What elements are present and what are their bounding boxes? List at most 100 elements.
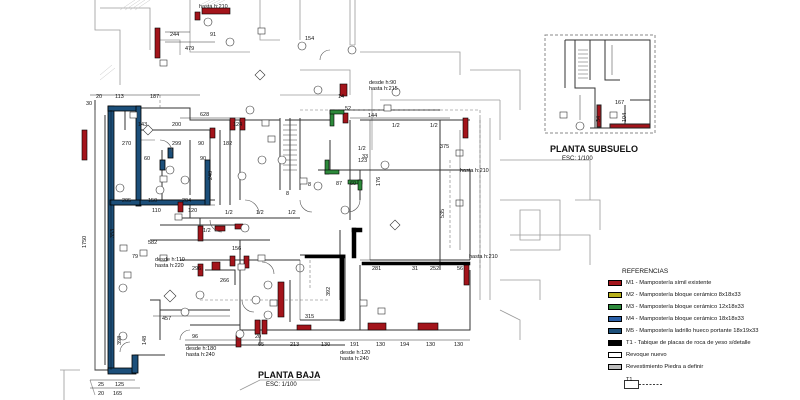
dim-56: 56 [457,266,463,272]
legend-item-piedra: Revestimiento Piedra a definir [608,363,703,371]
dim-90b: 90 [200,156,206,162]
dim-143: 143 [138,122,147,128]
dim-353: 353 [110,229,116,238]
basement-plan [544,34,656,134]
dim-20c: 20 [98,391,104,397]
legend-item-revoque: Revoque nuevo [608,351,667,359]
dim-31: 31 [412,266,418,272]
legend-item-m3: M3 - Mampostería bloque cerámico 12x18x3… [608,303,744,311]
note-hasta-240b: hasta h:240 [340,356,369,362]
dim-205: 205 [122,198,131,204]
dimension-texts: 244 91 479 154 20 113 187 30 628 200 124… [82,32,628,397]
dim-479: 479 [185,46,194,52]
dim-156: 156 [232,246,241,252]
legend-label: M3 - Mampostería bloque cerámico 12x18x3… [626,304,744,310]
dashed-lines [159,95,481,301]
dim-half-b: 1/2 [430,123,438,129]
dim-91: 91 [210,32,216,38]
note-hasta-220: hasta h:220 [155,263,184,269]
basement-stairs [578,49,588,79]
dim-half-c: 1/2 [358,146,366,152]
note-hasta-210-right: hasta h:210 [469,254,498,260]
dim-191: 191 [350,342,359,348]
dim-296: 296 [192,266,201,272]
dim-65: 65 [258,342,264,348]
dim-200: 200 [172,122,181,128]
dim-150: 150 [148,198,157,204]
dim-125: 125 [115,382,124,388]
legend-label: M4 - Mampostería bloque cerámico 18x18x3… [626,316,744,322]
height-notes: hasta h:210 desde h:90 hasta h:215 hasta… [155,4,498,362]
dim-204: 204 [182,198,191,204]
dim-104: 104 [622,113,628,122]
dim-1750: 1750 [82,236,88,248]
legend-item-m1: M1 - Mampostería símil existente [608,279,711,287]
note-hasta-210-top: hasta h:210 [199,4,228,10]
dim-20: 20 [96,94,102,100]
dim-535: 535 [440,209,446,218]
dim-half-g: 1/2 [203,228,211,234]
legend-item-m5: M5 - Mampostería ladrillo hueco portante… [608,327,758,335]
t1-symbol-tag: T1 [626,377,633,383]
dim-167: 167 [615,100,624,106]
dim-124: 124 [233,122,242,128]
dim-8b: 8 [286,191,289,197]
legend-item-m2: M2 - Mampostería bloque cerámico 8x18x33 [608,291,741,299]
hatched-areas [99,0,226,81]
dim-144: 144 [368,113,377,119]
dim-270: 270 [122,141,131,147]
dim-half-a: 1/2 [392,123,400,129]
dim-60b: 60 [350,181,356,187]
legend-swatch [608,364,622,370]
marker-diamonds [142,69,401,303]
dim-375: 375 [440,144,449,150]
dim-299: 299 [172,141,181,147]
legend-title: REFERENCIAS [622,268,669,275]
dim-165: 165 [113,391,122,397]
legend-label: Revoque nuevo [626,352,667,358]
dim-315: 315 [305,314,314,320]
dim-457: 457 [162,316,171,322]
legend-item-t1: T1 - Tabique de placas de roca de yeso s… [608,339,751,347]
dim-130d: 130 [454,342,463,348]
dim-130b: 130 [376,342,385,348]
dim-79: 79 [132,254,138,260]
door-swings [119,49,361,353]
dim-392: 392 [326,287,332,296]
dim-14: 14 [338,94,344,100]
legend-swatch [608,352,622,358]
ground-title: PLANTA BAJA [258,370,321,380]
ground-stairs [283,124,297,171]
legend-label: M1 - Mampostería símil existente [626,280,712,286]
legend-swatch [608,280,622,286]
note-desde-120: desde h:120 [340,350,370,356]
dim-148: 148 [142,336,148,345]
dim-half-e: 1/2 [256,210,264,216]
marker-boxes [119,27,618,315]
dim-194: 194 [400,342,409,348]
dim-half-d: 1/2 [225,210,233,216]
dim-110: 110 [152,208,161,214]
dim-281: 281 [372,266,381,272]
dim-582: 582 [148,240,157,246]
dim-96: 96 [192,334,198,340]
dim-252: 252 [430,266,439,272]
dim-154: 154 [305,36,314,42]
marker-circles [115,17,585,341]
legend-swatch [608,292,622,298]
legend-swatch [608,328,622,334]
dim-628: 628 [200,112,209,118]
legend-label: M5 - Mampostería ladrillo hueco portante… [626,328,759,334]
basement-title: PLANTA SUBSUELO [550,144,638,154]
legend-swatch [608,304,622,310]
dim-266: 266 [220,278,229,284]
m3-walls [324,109,363,191]
t1-symbol: T1 [624,376,664,389]
dim-60: 60 [144,156,150,162]
dim-20b: 20 [255,334,261,340]
dim-240: 240 [208,171,214,180]
dim-182: 182 [223,141,232,147]
m1-walls [81,7,470,348]
note-hasta-240: hasta h:240 [186,352,215,358]
